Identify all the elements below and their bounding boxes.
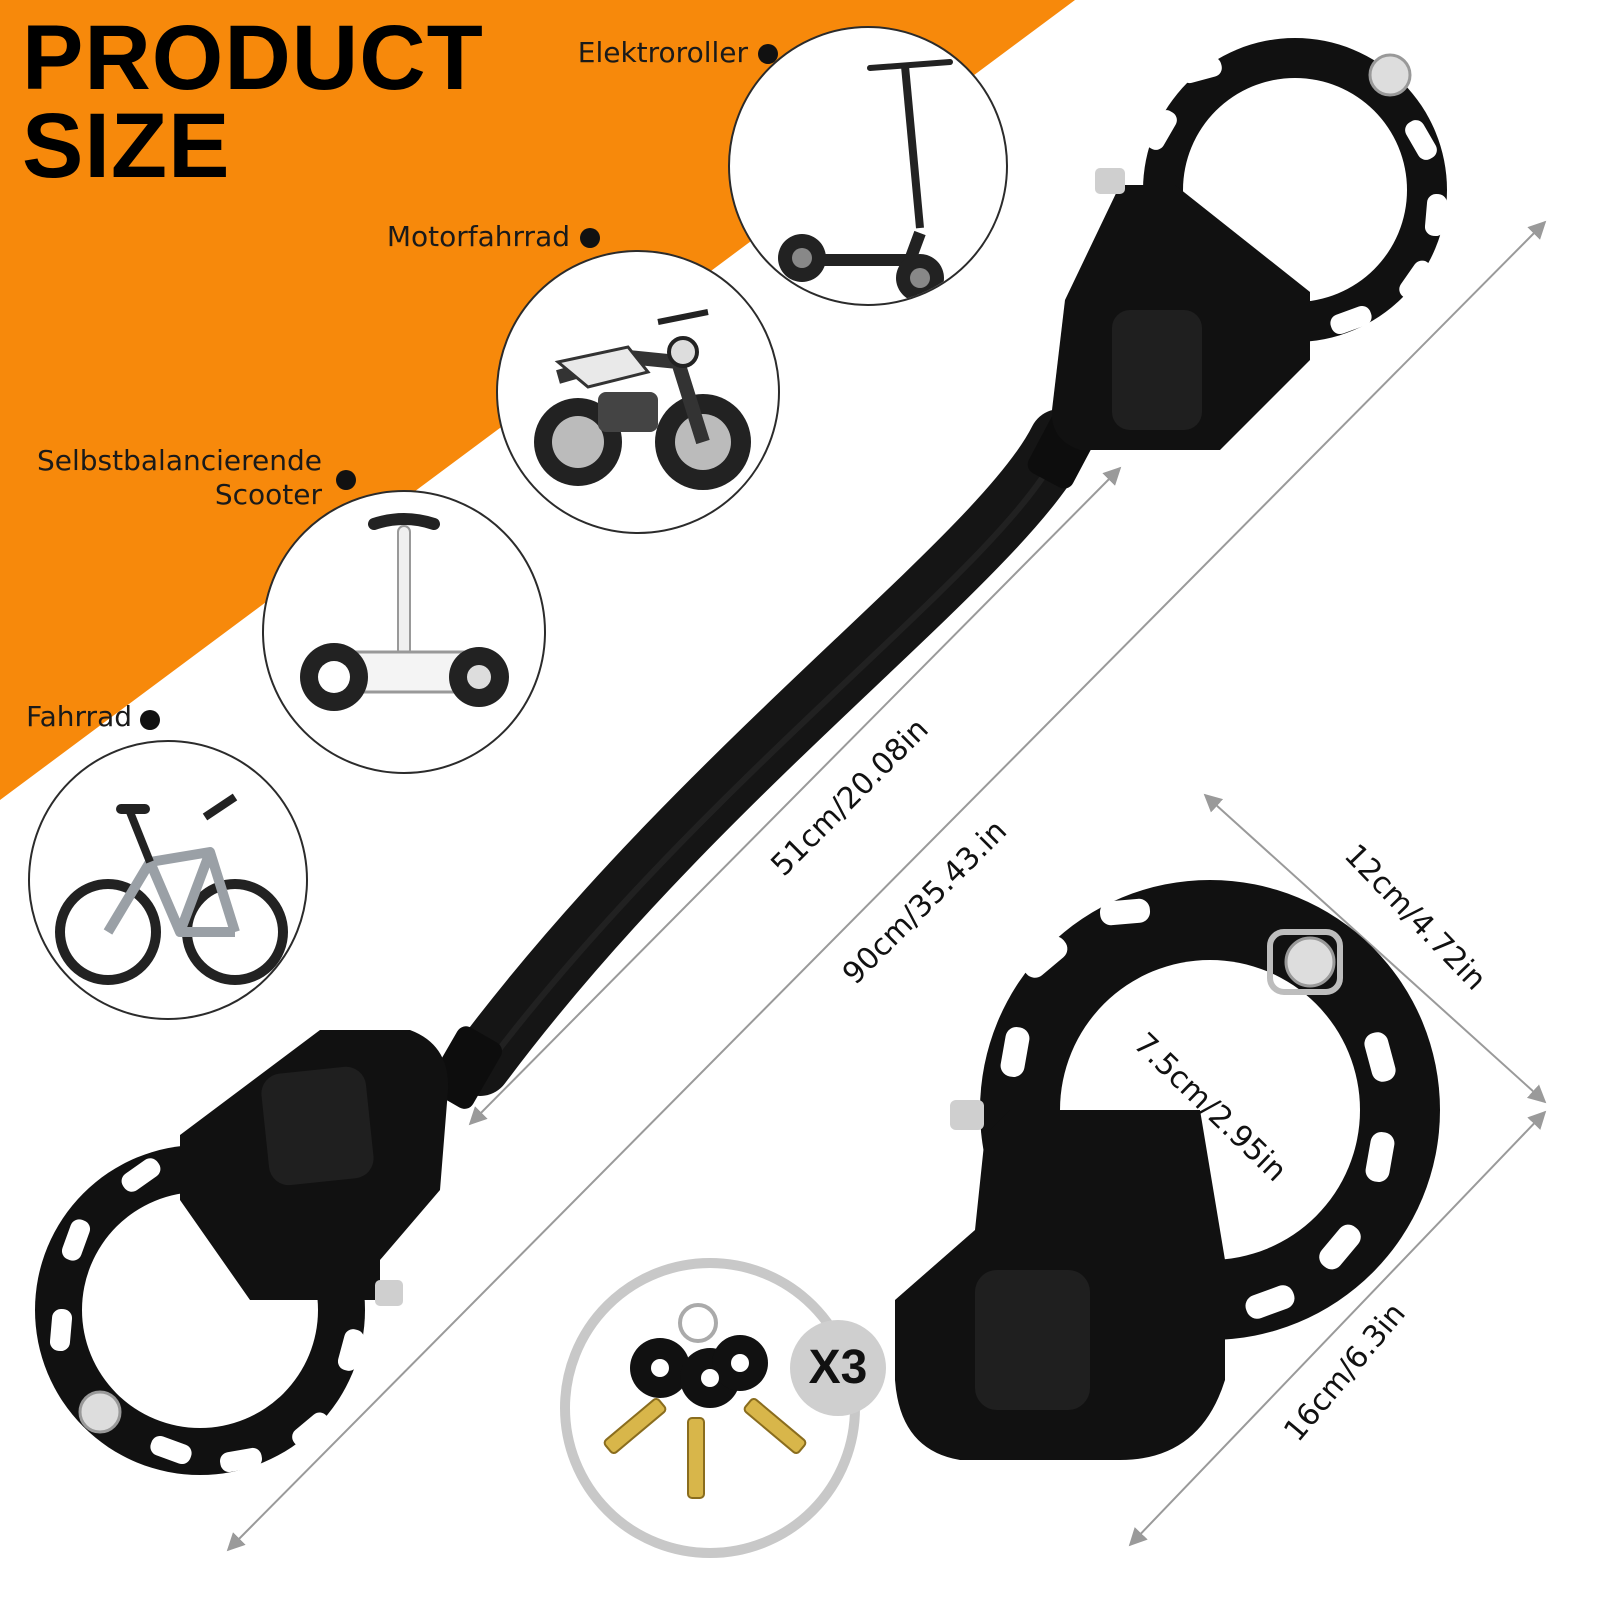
key-icon	[603, 1303, 807, 1499]
self-balancing-scooter-icon	[262, 490, 546, 774]
bullet-dot	[580, 228, 600, 248]
bullet-dot	[336, 470, 356, 490]
bottom-lock-cuff	[35, 1030, 449, 1475]
large-lock-cuff	[895, 880, 1440, 1460]
top-lock-cuff	[1051, 38, 1448, 450]
vehicle-label-motorfahrrad: Motorfahrrad	[386, 220, 570, 253]
page-title-line2: SIZE	[22, 95, 231, 197]
lock-height-line	[1128, 1110, 1547, 1547]
bullet-dot	[140, 710, 160, 730]
keys-circle	[560, 1258, 860, 1558]
key-count-label: X3	[808, 1341, 868, 1394]
vehicle-label-elektroroller: Elektroroller	[577, 36, 748, 69]
motorcycle-icon	[496, 250, 780, 534]
vehicle-label-selbstbalancierende: Selbstbalancierende Scooter	[0, 444, 322, 512]
cable-length-line	[468, 466, 1122, 1126]
lock-cable	[449, 409, 1091, 1096]
page-title: PRODUCT SIZE	[22, 7, 484, 197]
key-count-badge: X3	[790, 1320, 886, 1416]
vehicle-label-fahrrad: Fahrrad	[26, 700, 132, 733]
lock-cable-highlight	[475, 450, 1061, 1079]
lock-width-line	[1203, 793, 1547, 1104]
scooter-icon	[728, 26, 1008, 306]
page-title-line1: PRODUCT	[22, 7, 484, 109]
bicycle-icon	[28, 740, 308, 1020]
vehicle-label-line1: Selbstbalancierende	[36, 444, 322, 477]
bullet-dot	[758, 44, 778, 64]
vehicle-label-line2: Scooter	[214, 478, 322, 511]
